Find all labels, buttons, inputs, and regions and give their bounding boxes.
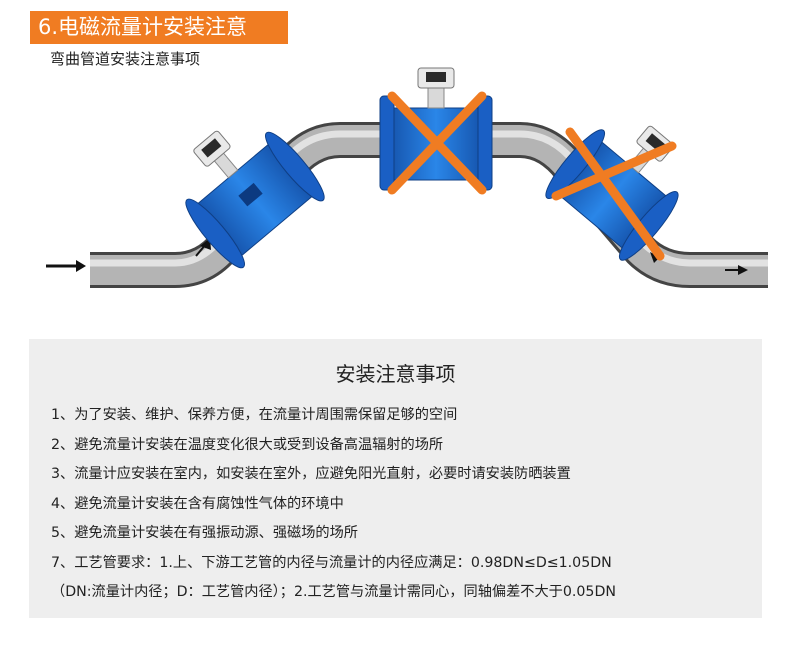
cross-mark-icon [387,91,487,195]
list-item: （DN:流量计内径；D：工艺管内径）；2.工艺管与流量计需同心，同轴偏差不大于0… [51,584,616,600]
meter-correct [185,130,325,269]
notes-list: 1、为了安装、维护、保养方便，在流量计周围需保留足够的空间 2、避免流量计安装在… [51,401,751,608]
notes-title: 安装注意事项 [335,362,456,386]
notes-panel: 安装注意事项 1、为了安装、维护、保养方便，在流量计周围需保留足够的空间 2、避… [29,339,762,618]
cross-mark-icon [551,127,677,261]
list-item: 1、为了安装、维护、保养方便，在流量计周围需保留足够的空间 [51,407,458,423]
list-item: 2、避免流量计安装在温度变化很大或受到设备高温辐射的场所 [51,436,444,453]
meter-right-wrong [545,125,679,261]
meter-top-wrong [379,67,493,195]
list-item: 4、避免流量计安装在含有腐蚀性气体的环境中 [51,495,344,512]
pipe-installation-diagram [46,67,768,288]
section-title-banner: 6.电磁流量计安装注意 [30,11,288,44]
flow-in-arrow-icon [46,260,86,272]
list-item: 5、避免流量计安装在有强振动源、强磁场的场所 [51,525,358,541]
diagram-subtitle: 弯曲管道安装注意事项 [50,50,201,68]
list-item: 3、流量计应安装在室内，如安装在室外，应避免阳光直射，必要时请安装防晒装置 [51,466,571,482]
list-item: 7、工艺管要求：1.上、下游工艺管的内径与流量计的内径应满足：0.98DN≤D≤… [51,554,612,571]
